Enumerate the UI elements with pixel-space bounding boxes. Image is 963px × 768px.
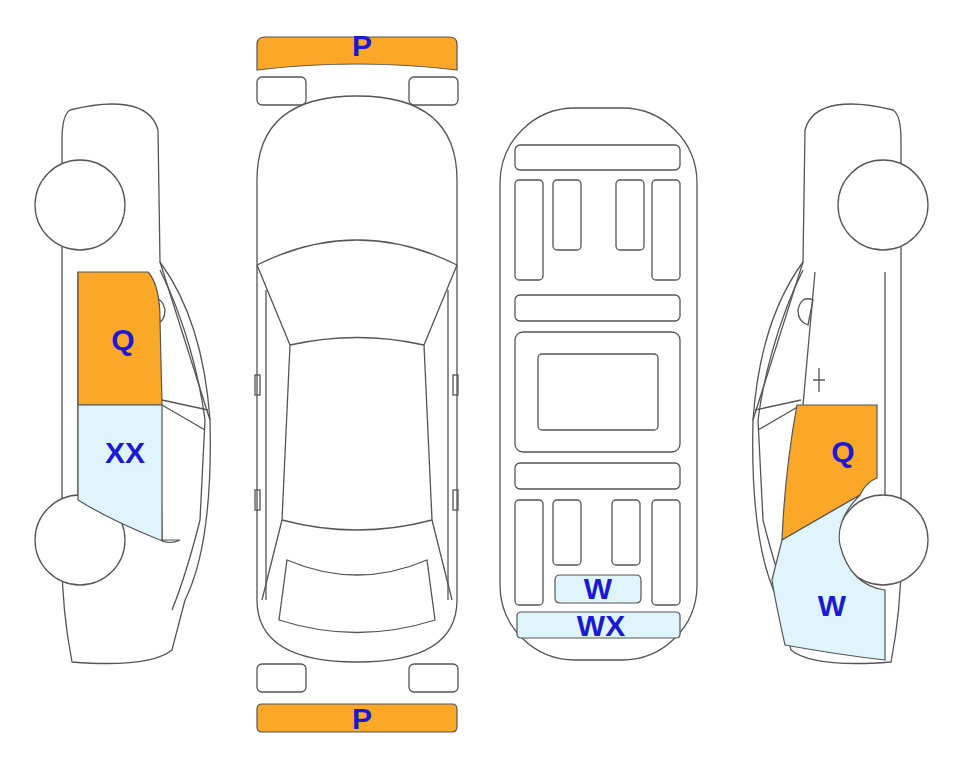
region-shape [77, 404, 183, 544]
left-front-door: Q [77, 269, 163, 407]
left-rear-door: XX [77, 404, 183, 544]
top-view [255, 77, 458, 692]
damage-code: P [352, 31, 372, 61]
damage-code: W [584, 574, 612, 604]
underbody-rear-panel: WX [516, 611, 681, 639]
damage-code: Q [831, 437, 854, 467]
damage-code: Q [111, 325, 134, 355]
left-side-view [35, 104, 210, 663]
damage-code: WX [577, 611, 625, 641]
damage-code: XX [105, 438, 145, 468]
rear-bumper: P [256, 703, 458, 734]
damage-code: P [352, 704, 372, 734]
right-rear-quarter: W [770, 477, 887, 663]
damage-code: W [818, 591, 846, 621]
underbody-panel: W [554, 574, 642, 604]
underbody-view [500, 108, 697, 660]
front-bumper: P [256, 36, 458, 72]
region-shape [770, 477, 887, 663]
